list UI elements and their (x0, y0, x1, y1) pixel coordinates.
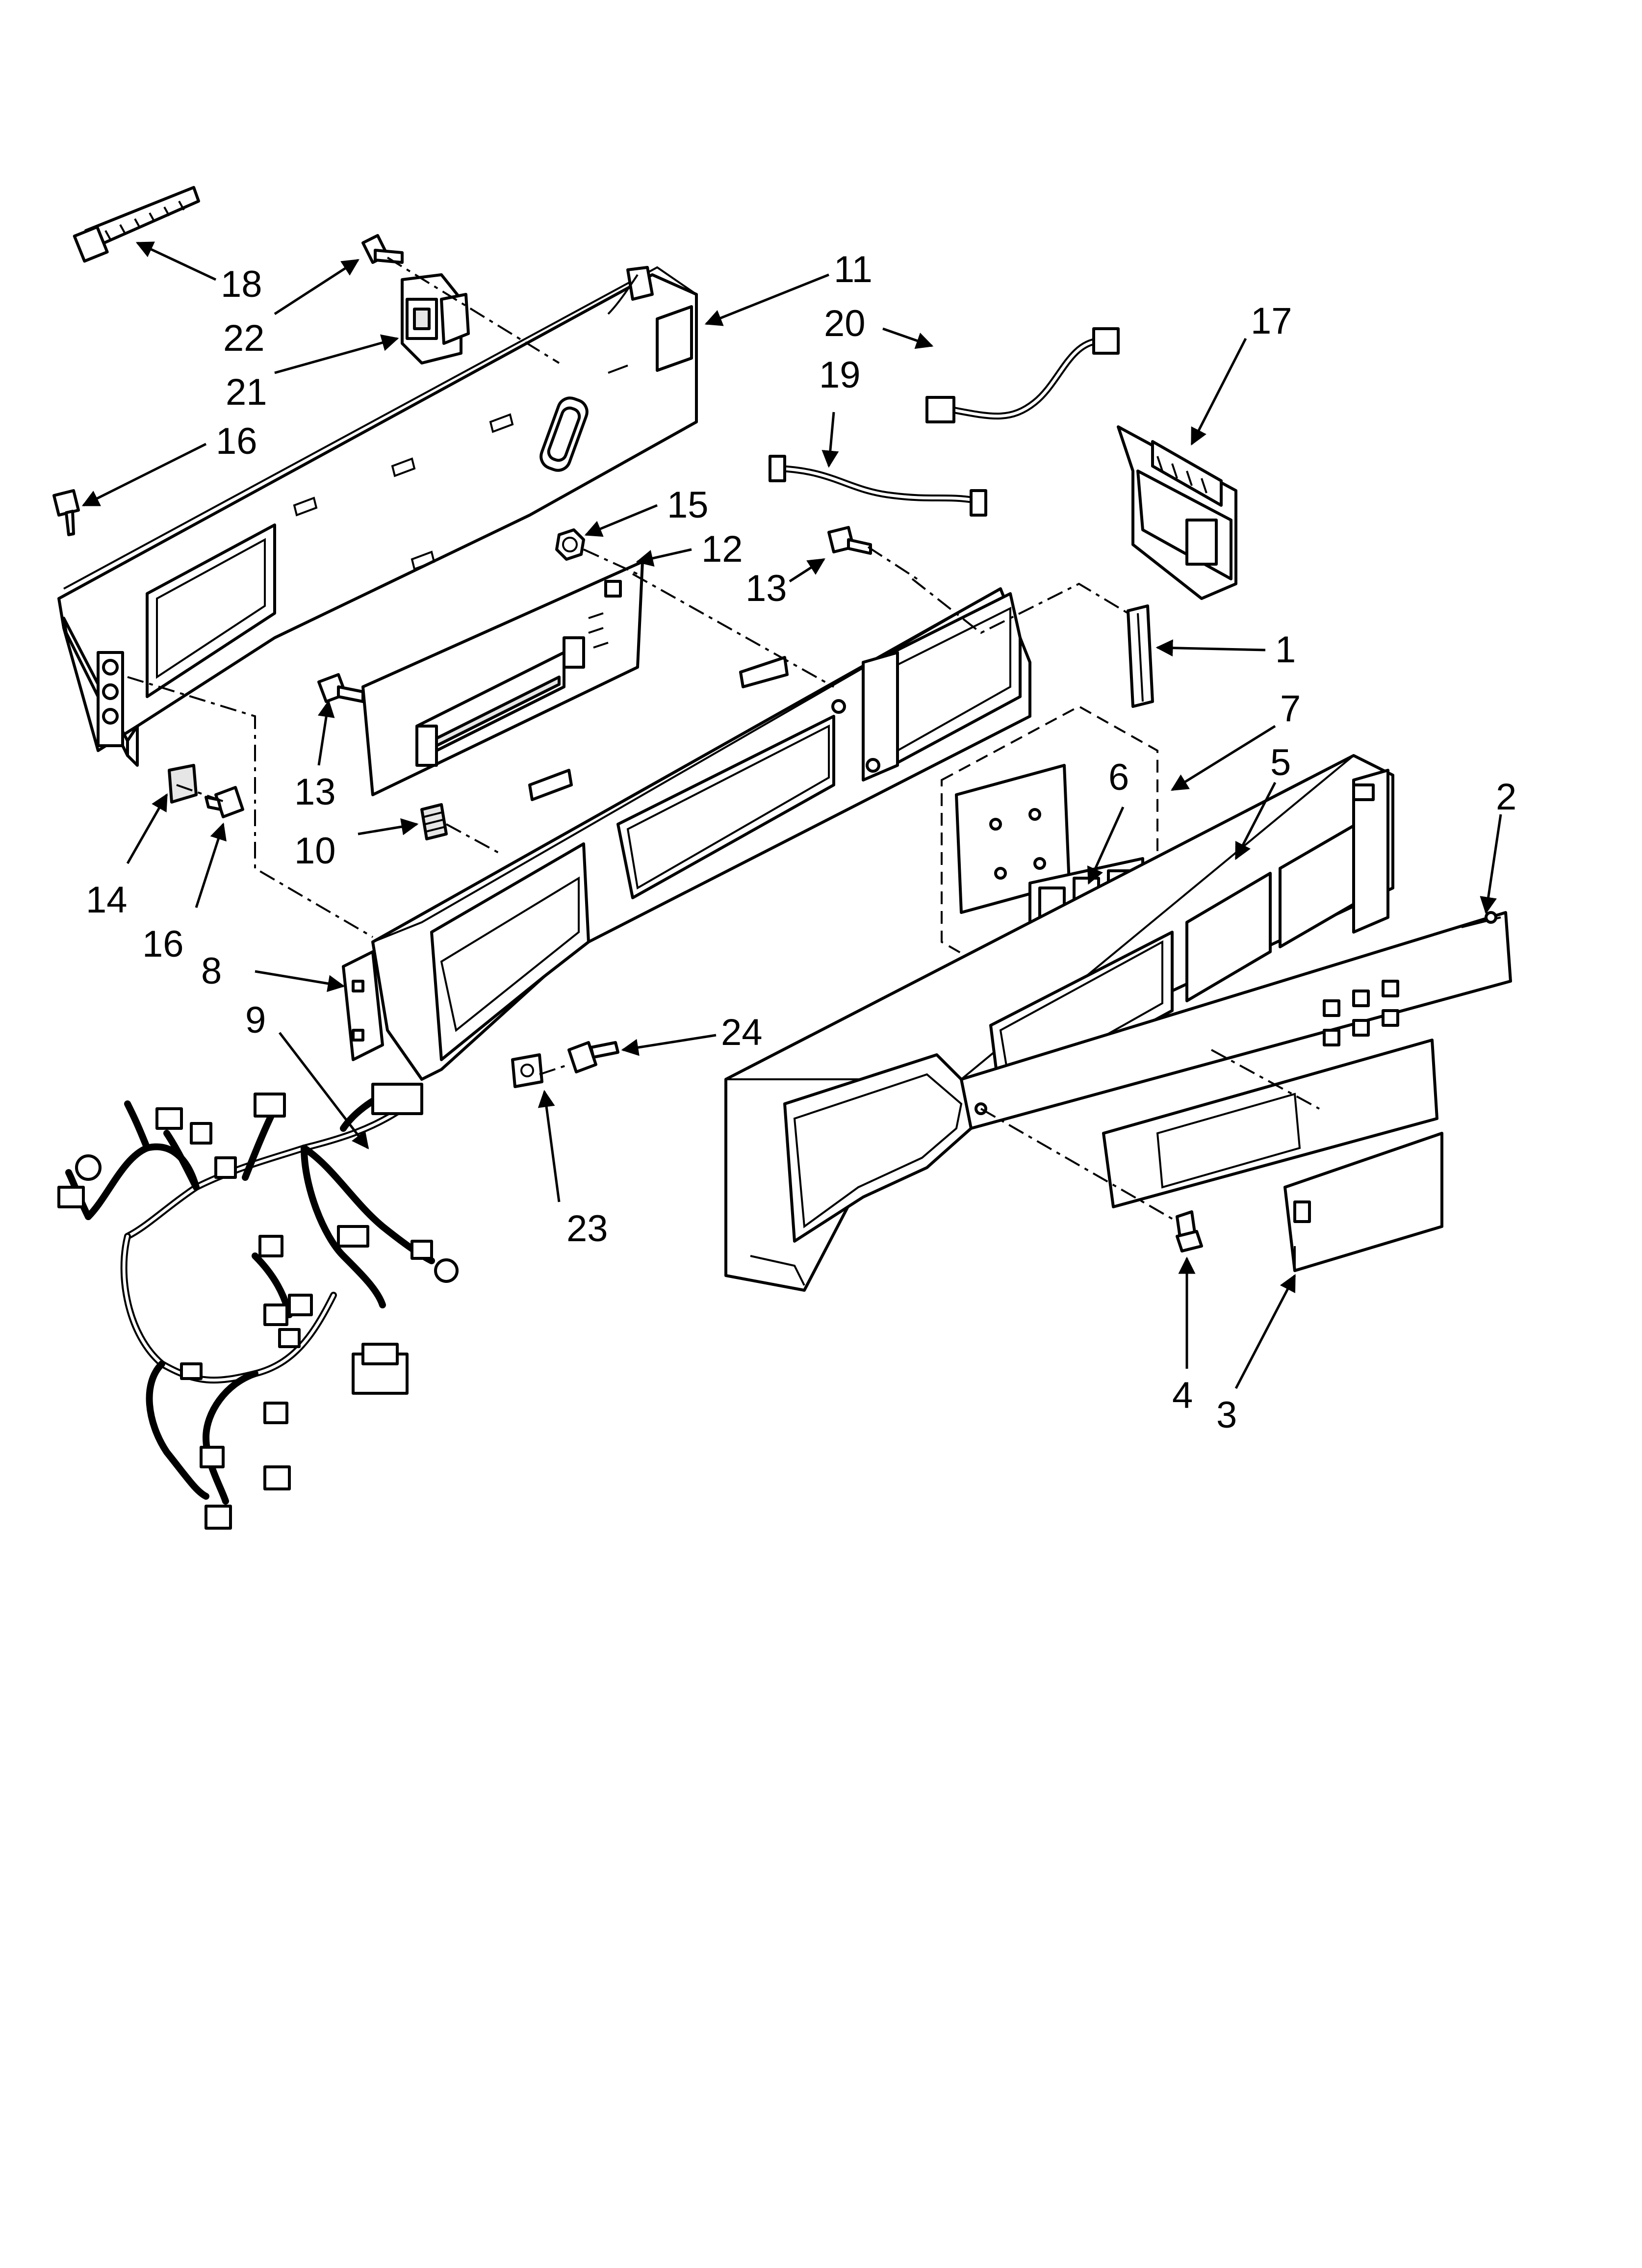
callout-8: 8 (201, 950, 222, 992)
callout-4: 4 (1172, 1375, 1193, 1416)
callout-labels: 18 22 21 16 11 20 19 17 15 12 13 1 7 6 5… (86, 249, 1516, 1436)
part-4-screw (1176, 1210, 1203, 1252)
part-18-cable-tie (73, 186, 200, 263)
callout-17: 17 (1251, 300, 1292, 342)
part-17-ui-board (1117, 425, 1237, 600)
part-12-control-board (361, 560, 644, 796)
part-24-screw (567, 1041, 619, 1073)
callout-14: 14 (86, 879, 128, 921)
callout-20: 20 (824, 303, 866, 344)
callout-18: 18 (221, 263, 262, 305)
part-19-ribbon-cable (769, 455, 987, 517)
callout-1: 1 (1275, 629, 1296, 671)
part-10-spring (420, 803, 448, 840)
callout-19: 19 (819, 354, 861, 396)
callout-24: 24 (721, 1012, 763, 1053)
part-13-screw-left (317, 673, 364, 703)
part-23-clip (511, 1053, 543, 1088)
callout-7: 7 (1280, 688, 1301, 730)
part-20-wire-harness (925, 327, 1120, 423)
callout-15: 15 (667, 484, 709, 526)
callout-3: 3 (1216, 1394, 1237, 1436)
part-9-wire-harness (57, 1083, 459, 1530)
callout-21: 21 (226, 371, 267, 413)
callout-13-right: 13 (745, 568, 787, 609)
callout-16-lower: 16 (142, 923, 184, 965)
part-11-console-bracket (57, 266, 698, 767)
part-13-screw-right (827, 526, 872, 555)
part-16-screw-upper (52, 489, 80, 536)
callout-16-upper: 16 (216, 420, 257, 462)
part-1-bracket (1127, 604, 1154, 708)
callout-leaders (81, 241, 1502, 1389)
callout-5: 5 (1270, 742, 1291, 783)
callout-9: 9 (245, 999, 266, 1041)
part-3-display-lens (1102, 1039, 1443, 1272)
callout-6: 6 (1108, 756, 1129, 798)
callout-23: 23 (566, 1208, 608, 1250)
part-16-screw-lower (205, 786, 244, 818)
callout-13-left: 13 (294, 771, 336, 813)
part-14-insulator (168, 764, 198, 804)
callout-22: 22 (223, 317, 265, 359)
part-21-transformer (401, 273, 470, 365)
part-8-console-frame (342, 587, 1031, 1081)
part-22-screw (361, 234, 404, 264)
part-15-nut (555, 528, 585, 561)
callout-10: 10 (294, 830, 336, 872)
callout-2: 2 (1496, 776, 1516, 818)
callout-11: 11 (834, 249, 872, 290)
callout-12: 12 (701, 528, 743, 570)
assembly-guide-lines (127, 257, 1320, 1223)
part-2-overlay (960, 911, 1512, 1130)
